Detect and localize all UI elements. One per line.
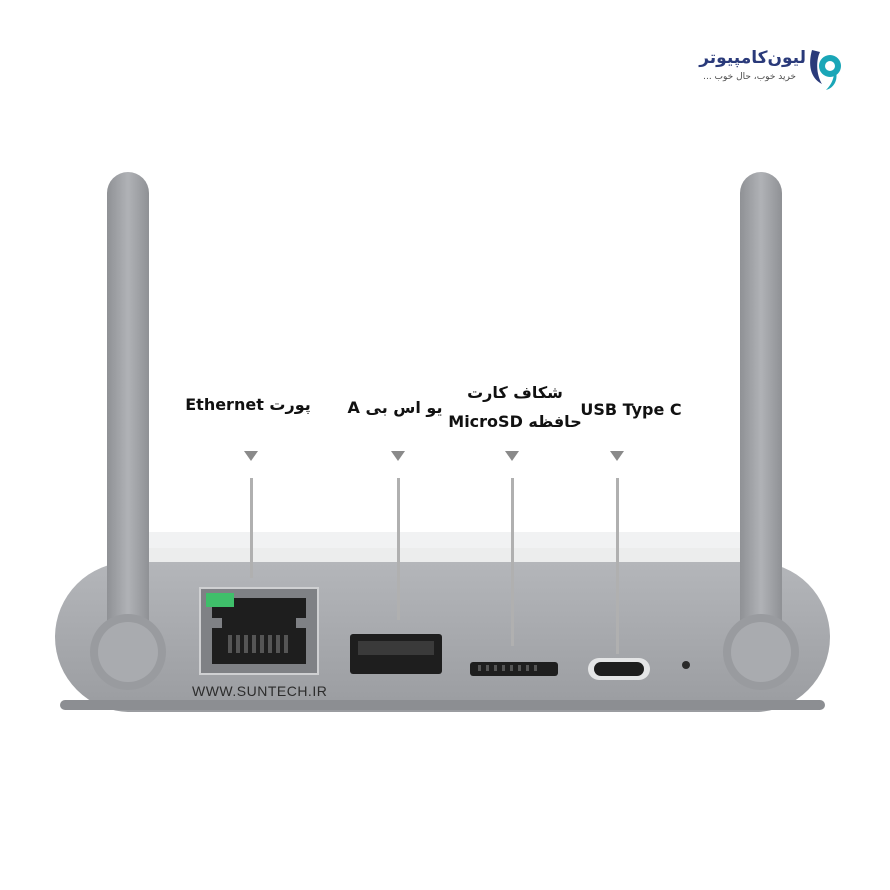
ethernet-label: پورت Ethernet bbox=[185, 395, 311, 414]
ethernet-pointer-line bbox=[250, 478, 253, 578]
reset-pinhole bbox=[682, 661, 690, 669]
brand-logo-icon bbox=[810, 50, 841, 90]
microsd-label-line1: شکاف کارت bbox=[467, 383, 563, 402]
usb-a-pointer-line bbox=[397, 478, 400, 620]
usb-a-label: یو اس بی A bbox=[347, 398, 443, 417]
usb-c-arrow-icon bbox=[610, 451, 624, 461]
ethernet-arrow-icon bbox=[244, 451, 258, 461]
brand-name: لیون‌کامپیوتر bbox=[699, 48, 806, 68]
microsd-arrow-icon bbox=[505, 451, 519, 461]
watermark: WWW.SUNTECH.IR bbox=[192, 683, 328, 699]
right-antenna bbox=[740, 172, 782, 642]
device-body bbox=[55, 562, 830, 712]
ethernet-led bbox=[206, 593, 234, 607]
microsd-label-line2: حافظه MicroSD bbox=[448, 412, 582, 431]
microsd-pointer-line bbox=[511, 478, 514, 646]
usb-c-pointer-line bbox=[616, 478, 619, 654]
microsd-slot bbox=[470, 662, 558, 676]
usb-a-arrow-icon bbox=[391, 451, 405, 461]
left-antenna bbox=[107, 172, 149, 642]
usb-c-label: USB Type C bbox=[580, 400, 682, 419]
brand-tagline: خرید خوب، حال خوب ... bbox=[703, 72, 796, 82]
